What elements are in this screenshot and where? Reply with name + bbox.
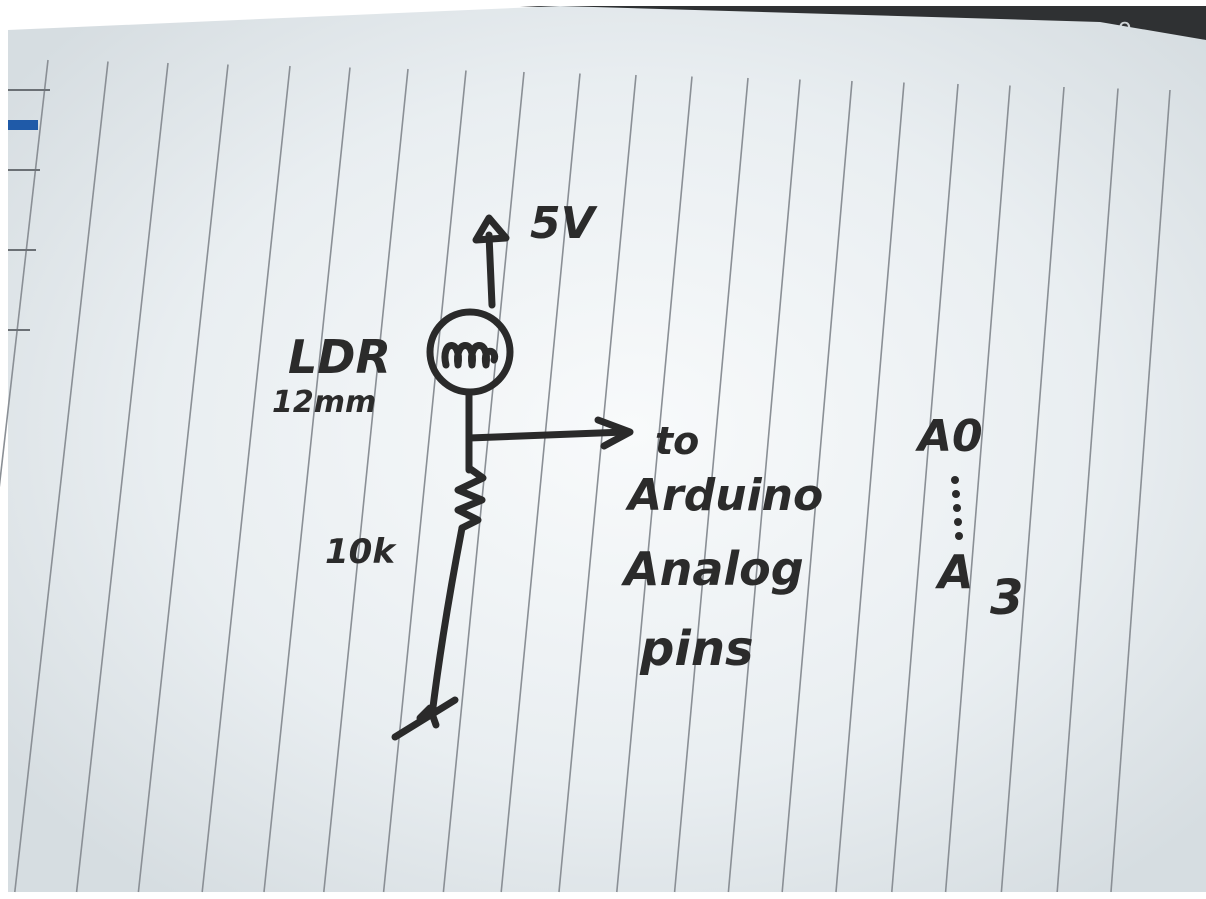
divider-wires [465, 388, 634, 474]
ground-wire [391, 524, 466, 741]
ruled-line [616, 76, 693, 893]
ruled-line [14, 61, 109, 893]
ruled-line [673, 77, 749, 893]
ldr-label: LDR [288, 330, 391, 384]
ruled-line [137, 64, 229, 893]
paper-sheet [8, 6, 1206, 892]
ruled-line [944, 85, 1011, 893]
pin-range-start: A0 [915, 411, 983, 462]
ruled-lines [0, 59, 1171, 893]
ruled-line [75, 62, 169, 893]
pin-range-end-number: 3 [990, 570, 1023, 626]
output-label-line-2: Arduino [625, 470, 823, 521]
supply-arrow [472, 214, 510, 309]
ruled-line [835, 82, 905, 893]
ruled-line [891, 83, 959, 893]
ruled-line [323, 68, 409, 893]
ruled-line [263, 67, 351, 893]
ldr-size-label: 12mm [272, 385, 376, 420]
ruled-line [500, 73, 581, 893]
ruled-line [558, 74, 637, 893]
margin-ticks [8, 89, 50, 331]
ruled-line [382, 70, 467, 893]
blue-edge-mark [8, 120, 38, 130]
dark-background-corner [520, 6, 1206, 40]
pin-range: A0 A 3 [915, 411, 1023, 626]
ruled-line [201, 65, 291, 893]
ruled-line [0, 59, 49, 488]
output-label-line-3: Analog [621, 542, 804, 596]
ruled-line [1056, 88, 1119, 893]
ruled-line [442, 71, 525, 893]
ruled-line [1110, 89, 1171, 893]
output-label: to Arduino Analog pins [621, 419, 823, 677]
ruled-line [1000, 86, 1065, 893]
output-label-line-4: pins [639, 621, 754, 677]
output-label-line-1: to [655, 419, 699, 463]
resistor-label: 10k [325, 532, 397, 572]
ruled-line [781, 80, 853, 893]
pin-range-end-letter: A [935, 545, 974, 599]
pin-range-dots [951, 476, 963, 540]
resistor-symbol [454, 464, 487, 532]
ruled-line [727, 79, 801, 893]
supply-label: 5V [530, 198, 598, 249]
